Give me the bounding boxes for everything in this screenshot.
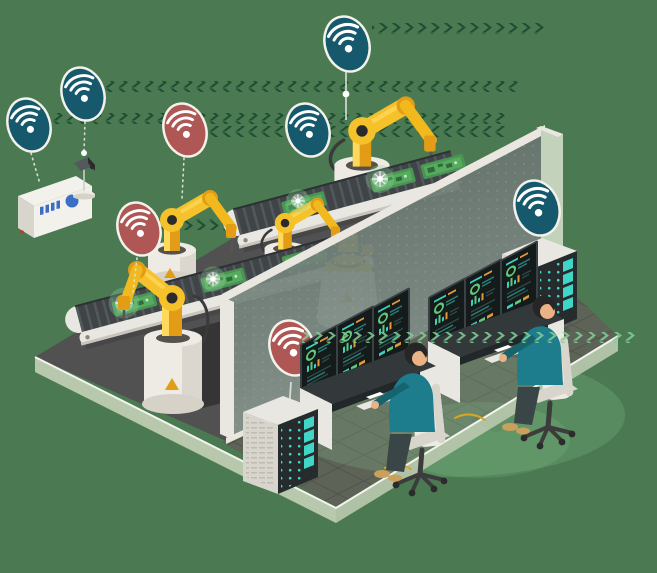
signal-drop-line <box>181 157 185 199</box>
wireless-router <box>18 176 92 238</box>
wifi-badge-teal-3 <box>323 15 371 73</box>
wifi-badge-teal-1 <box>6 97 52 153</box>
warning-triangle <box>165 378 179 390</box>
signal-drop-line <box>132 257 138 293</box>
signal-drop-line <box>30 152 41 185</box>
signal-arrow-trail-light <box>302 332 638 343</box>
router-led <box>56 200 60 210</box>
server-cabinet-left <box>243 396 318 494</box>
wifi-badge-red-2 <box>116 201 162 257</box>
surveillance-camera <box>73 157 95 200</box>
router-led <box>45 204 49 213</box>
wifi-badge-teal-2 <box>60 66 106 122</box>
signal-drop-line <box>83 121 86 153</box>
wifi-badge-teal-5 <box>513 179 561 237</box>
wall-top-frame <box>222 125 545 303</box>
router-led <box>51 202 55 212</box>
wifi-badge-red-1 <box>162 102 208 158</box>
line-bead <box>81 150 87 156</box>
floor-cable <box>454 413 486 421</box>
router-led <box>40 206 44 215</box>
wall-left-column <box>220 296 234 440</box>
router-status-light <box>20 230 24 234</box>
line-bead <box>342 90 350 98</box>
wifi-badge-teal-4 <box>285 102 331 158</box>
